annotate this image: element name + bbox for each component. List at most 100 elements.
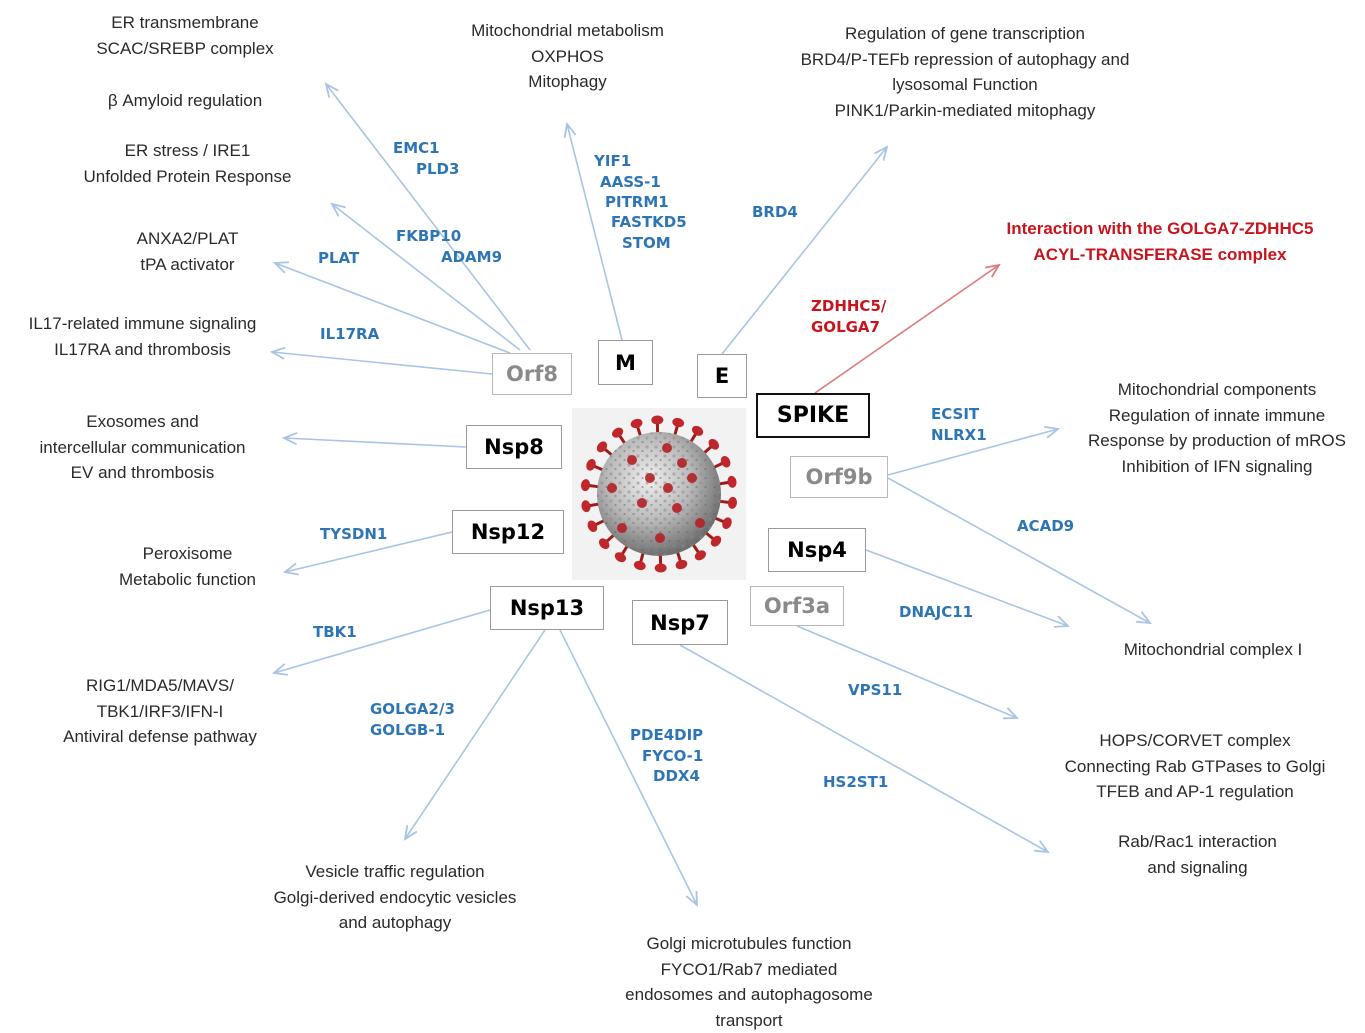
arrow-nsp7-rab bbox=[680, 645, 1048, 852]
arrow-orf8-er-transmembrane bbox=[326, 84, 530, 350]
function-line: Unfolded Protein Response bbox=[50, 164, 325, 190]
function-exosomes: Exosomes and intercellular communication… bbox=[10, 409, 275, 486]
function-line: Antiviral defense pathway bbox=[30, 724, 290, 750]
function-anxa2-plat: ANXA2/PLAT tPA activator bbox=[90, 226, 285, 277]
gene-aass1: AASS-1 bbox=[600, 172, 661, 192]
gene-fkbp10: FKBP10 bbox=[396, 226, 461, 246]
gene-hs2st1: HS2ST1 bbox=[823, 772, 888, 792]
gene-pld3: PLD3 bbox=[416, 159, 459, 179]
protein-nsp8: Nsp8 bbox=[466, 425, 562, 469]
function-line: Regulation of innate immune bbox=[1062, 403, 1365, 429]
function-line: and signaling bbox=[1090, 855, 1305, 881]
protein-orf9b: Orf9b bbox=[790, 456, 888, 498]
gene-pitrm1: PITRM1 bbox=[605, 192, 669, 212]
arrow-nsp13-rig1 bbox=[274, 610, 490, 675]
function-line: Mitochondrial metabolism bbox=[440, 18, 695, 44]
function-line: IL17RA and thrombosis bbox=[0, 337, 285, 363]
function-line: Mitochondrial components bbox=[1062, 377, 1365, 403]
gene-golga7: GOLGA7 bbox=[811, 317, 880, 337]
protein-m: M bbox=[598, 340, 653, 385]
function-line: PINK1/Parkin-mediated mitophagy bbox=[770, 98, 1160, 124]
function-line: ER stress / IRE1 bbox=[50, 138, 325, 164]
function-gene-transcription: Regulation of gene transcription BRD4/P-… bbox=[770, 21, 1160, 123]
function-rab-rac1: Rab/Rac1 interaction and signaling bbox=[1090, 829, 1305, 880]
gene-nlrx1: NLRX1 bbox=[931, 425, 987, 445]
function-mito-components: Mitochondrial components Regulation of i… bbox=[1062, 377, 1365, 479]
protein-nsp12: Nsp12 bbox=[452, 510, 564, 554]
gene-fyco1: FYCO-1 bbox=[642, 746, 703, 766]
gene-stom: STOM bbox=[622, 233, 671, 253]
function-line: Golgi-derived endocytic vesicles bbox=[245, 885, 545, 911]
function-line: β Amyloid regulation bbox=[60, 88, 310, 114]
function-line: Rab/Rac1 interaction bbox=[1090, 829, 1305, 855]
protein-orf3a: Orf3a bbox=[750, 586, 844, 626]
function-er-transmembrane: ER transmembrane SCAC/SREBP complex bbox=[60, 10, 310, 61]
gene-il17ra: IL17RA bbox=[320, 324, 379, 344]
function-line: TFEB and AP-1 regulation bbox=[1040, 779, 1350, 805]
arrowhead-icon bbox=[405, 825, 417, 839]
gene-brd4: BRD4 bbox=[752, 202, 798, 222]
function-line: endosomes and autophagosome bbox=[595, 982, 903, 1008]
gene-fastkd5: FASTKD5 bbox=[611, 212, 687, 232]
function-line: ACYL-TRANSFERASE complex bbox=[980, 242, 1340, 268]
gene-golga23: GOLGA2/3 bbox=[370, 699, 455, 719]
function-line: Connecting Rab GTPases to Golgi bbox=[1040, 754, 1350, 780]
function-line: Mitochondrial complex I bbox=[1098, 637, 1328, 663]
gene-ecsit: ECSIT bbox=[931, 404, 979, 424]
arrowhead-icon bbox=[1136, 612, 1150, 623]
arrow-nsp8-exosomes bbox=[284, 433, 466, 447]
protein-nsp4: Nsp4 bbox=[768, 528, 866, 572]
gene-tbk1: TBK1 bbox=[313, 622, 357, 642]
gene-tysdn1: TYSDN1 bbox=[320, 524, 387, 544]
arrow-orf8-anxa2 bbox=[275, 262, 510, 353]
function-line: HOPS/CORVET complex bbox=[1040, 728, 1350, 754]
function-er-stress: ER stress / IRE1 Unfolded Protein Respon… bbox=[50, 138, 325, 189]
arrow-orf3a-hops bbox=[797, 626, 1017, 718]
function-complex-1: Mitochondrial complex I bbox=[1098, 637, 1328, 663]
protein-orf8: Orf8 bbox=[492, 353, 572, 395]
function-rig1: RIG1/MDA5/MAVS/ TBK1/IRF3/IFN-I Antivira… bbox=[30, 673, 290, 750]
function-line: Exosomes and bbox=[10, 409, 275, 435]
function-line: intercellular communication bbox=[10, 435, 275, 461]
gene-golgb1: GOLGB-1 bbox=[370, 720, 445, 740]
function-line: Peroxisome bbox=[90, 541, 285, 567]
gene-vps11: VPS11 bbox=[848, 680, 902, 700]
function-il17: IL17-related immune signaling IL17RA and… bbox=[0, 311, 285, 362]
gene-pde4dip: PDE4DIP bbox=[630, 725, 703, 745]
function-line: Golgi microtubules function bbox=[595, 931, 903, 957]
gene-yif1: YIF1 bbox=[594, 151, 631, 171]
function-line: ER transmembrane bbox=[60, 10, 310, 36]
function-peroxisome: Peroxisome Metabolic function bbox=[90, 541, 285, 592]
function-line: Regulation of gene transcription bbox=[770, 21, 1160, 47]
function-line: Metabolic function bbox=[90, 567, 285, 593]
arrow-orf8-il17 bbox=[272, 348, 492, 374]
coronavirus-image bbox=[572, 408, 746, 580]
function-line: ANXA2/PLAT bbox=[90, 226, 285, 252]
gene-acad9: ACAD9 bbox=[1017, 516, 1074, 536]
gene-dnajc11: DNAJC11 bbox=[899, 602, 973, 622]
function-line: Interaction with the GOLGA7-ZDHHC5 bbox=[980, 216, 1340, 242]
function-line: transport bbox=[595, 1008, 903, 1033]
function-golga7-complex: Interaction with the GOLGA7-ZDHHC5 ACYL-… bbox=[980, 216, 1340, 267]
gene-adam9: ADAM9 bbox=[441, 247, 502, 267]
function-hops-corvet: HOPS/CORVET complex Connecting Rab GTPas… bbox=[1040, 728, 1350, 805]
function-line: TBK1/IRF3/IFN-I bbox=[30, 699, 290, 725]
function-mito-metabolism: Mitochondrial metabolism OXPHOS Mitophag… bbox=[440, 18, 695, 95]
protein-nsp13: Nsp13 bbox=[490, 586, 604, 630]
function-line: OXPHOS bbox=[440, 44, 695, 70]
gene-emc1: EMC1 bbox=[393, 138, 440, 158]
function-line: IL17-related immune signaling bbox=[0, 311, 285, 337]
function-line: BRD4/P-TEFb repression of autophagy and bbox=[770, 47, 1160, 73]
function-line: FYCO1/Rab7 mediated bbox=[595, 957, 903, 983]
function-vesicle: Vesicle traffic regulation Golgi-derived… bbox=[245, 859, 545, 936]
protein-spike: SPIKE bbox=[756, 393, 870, 438]
arrowhead-icon bbox=[1034, 841, 1048, 852]
function-line: SCAC/SREBP complex bbox=[60, 36, 310, 62]
protein-e: E bbox=[697, 354, 747, 398]
gene-ddx4: DDX4 bbox=[653, 766, 700, 786]
function-line: Inhibition of IFN signaling bbox=[1062, 454, 1365, 480]
function-line: Response by production of mROS bbox=[1062, 428, 1365, 454]
function-line: EV and thrombosis bbox=[10, 460, 275, 486]
function-golgi-microtubules: Golgi microtubules function FYCO1/Rab7 m… bbox=[595, 931, 903, 1033]
function-line: Vesicle traffic regulation bbox=[245, 859, 545, 885]
